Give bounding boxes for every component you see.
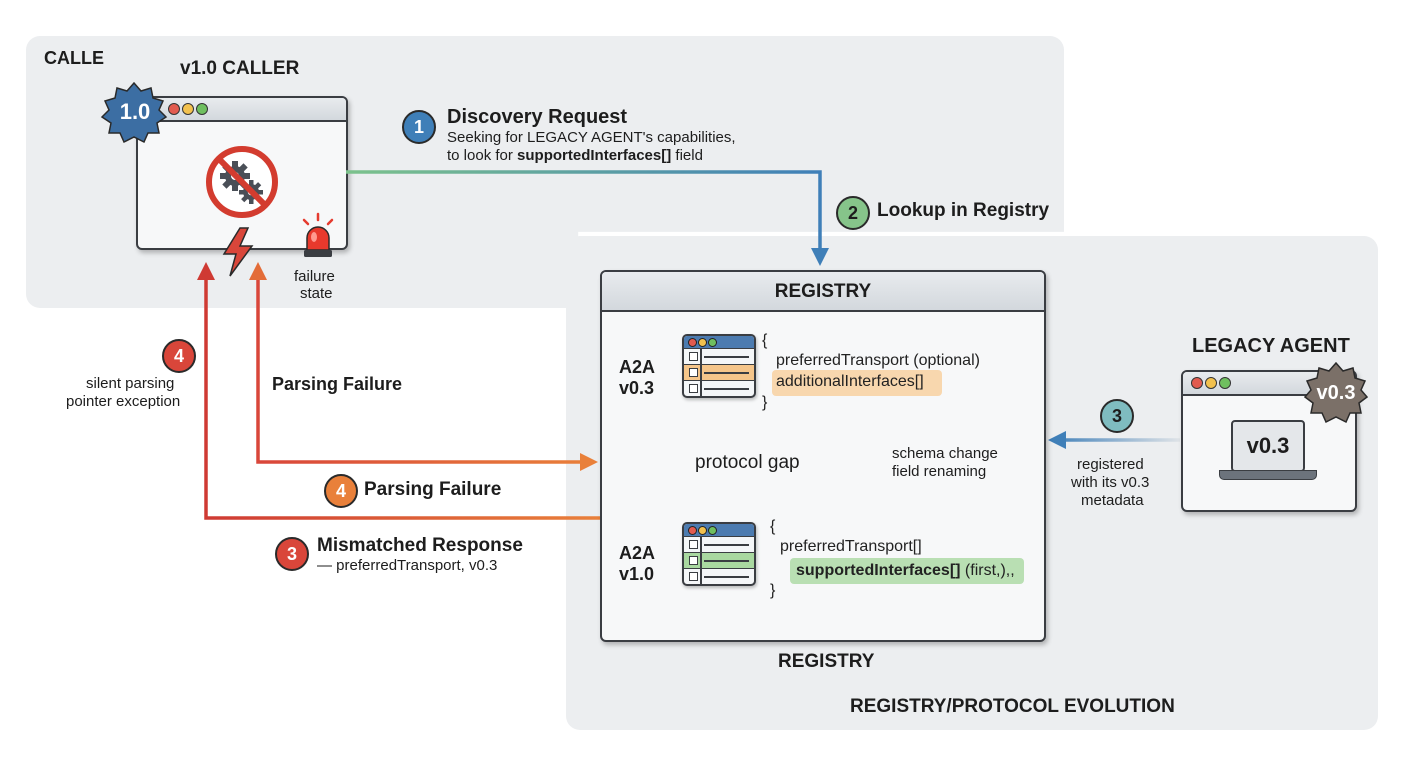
v03-field-preferred-transport: preferredTransport (optional)	[776, 352, 980, 369]
caller-window	[136, 96, 348, 250]
version-badge-icon	[100, 82, 168, 144]
v03-field-additional-interfaces: additionalInterfaces[]	[776, 373, 924, 390]
mismatched-subtitle: — preferredTransport, v0.3	[317, 557, 498, 574]
lookup-title: Lookup in Registry	[877, 200, 1050, 221]
discovery-line2-prefix: to look for	[447, 147, 518, 164]
legacy-version-badge-icon	[1304, 362, 1368, 424]
schema-change-line2: field renaming	[892, 463, 987, 480]
caller-window-titlebar	[138, 98, 346, 122]
registry-caption: REGISTRY	[778, 651, 875, 672]
registered-line3: metadata	[1081, 492, 1144, 509]
discovery-arrowhead	[811, 248, 829, 266]
window-dot-yellow	[182, 103, 194, 115]
window-dot-yellow	[1205, 377, 1217, 389]
step-4-parsing-badge: 4	[324, 474, 358, 508]
window-dot-green	[196, 103, 208, 115]
v10-brace-close: }	[770, 582, 776, 599]
discovery-line2-bold: supportedInterfaces[]	[517, 147, 672, 164]
v03-brace-open: {	[762, 332, 768, 349]
window-dot-green	[1219, 377, 1231, 389]
step-3-registered-badge: 3	[1100, 399, 1134, 433]
parsing-failure-upper-label: Parsing Failure	[272, 374, 403, 394]
registered-line1: registered	[1077, 456, 1144, 473]
discovery-title: Discovery Request	[447, 106, 628, 128]
mismatched-title: Mismatched Response	[317, 535, 523, 556]
registered-line2: with its v0.3	[1071, 474, 1150, 491]
silent-line1: silent parsing	[86, 375, 175, 392]
silent-line2: pointer exception	[66, 393, 181, 410]
gear-prohibited-icon	[206, 146, 278, 218]
window-dot-red	[1191, 377, 1203, 389]
schema-change-line1: schema change	[892, 445, 998, 462]
version-badge-label: 1.0	[119, 99, 151, 124]
step-4-silent-badge: 4	[162, 339, 196, 373]
v10-schema-card-icon	[682, 522, 756, 586]
v03-schema-card-icon	[682, 334, 756, 398]
window-dot-red	[168, 103, 180, 115]
lightning-bolt-icon	[222, 227, 254, 277]
red-siren-icon	[302, 212, 334, 257]
v10-field-supported-interfaces: supportedInterfaces[] (first,),,	[796, 562, 1015, 580]
failure-label-line2: state	[300, 285, 333, 302]
mismatched-response-path	[204, 276, 600, 520]
discovery-line1: Seeking for LEGACY AGENT's capabilities,	[447, 129, 736, 146]
legacy-agent-title: LEGACY AGENT	[1192, 335, 1350, 357]
v10-field-supported-rest: (first,),,	[960, 562, 1015, 579]
registry-title: REGISTRY	[774, 281, 872, 302]
a2a-v03-label-line2: v0.3	[619, 378, 655, 398]
parsing-failure-label: Parsing Failure	[364, 479, 502, 500]
discovery-line2: to look for supportedInterfaces[] field	[447, 147, 703, 164]
discovery-arrow	[346, 170, 822, 252]
v03-brace-close: }	[762, 394, 768, 411]
v10-brace-open: {	[770, 518, 776, 535]
step-3-mismatched-badge: 3	[275, 537, 309, 571]
legacy-version-badge-label: v0.3	[1316, 382, 1356, 404]
laptop-screen-icon: v0.3	[1231, 420, 1305, 472]
registry-titlebar: REGISTRY	[602, 272, 1044, 312]
discovery-line2-suffix: field	[671, 147, 703, 164]
a2a-v10-label-line2: v1.0	[619, 564, 655, 584]
caller-title: v1.0 CALLER	[180, 58, 300, 79]
v10-field-preferred-transport: preferredTransport[]	[780, 538, 922, 555]
failure-label-line1: failure	[294, 268, 335, 285]
registry-protocol-evolution-label: REGISTRY/PROTOCOL EVOLUTION	[850, 696, 1175, 717]
step-2-badge: 2	[836, 196, 870, 230]
parsing-failure-arrowhead-right	[580, 453, 598, 471]
v03-field-highlight	[772, 370, 942, 396]
v10-field-highlight	[790, 558, 1024, 584]
a2a-v03-label-line1: A2A	[619, 357, 656, 377]
protocol-gap-label: protocol gap	[695, 452, 800, 473]
parsing-failure-arrowhead-up	[249, 262, 267, 280]
laptop-base-icon	[1219, 470, 1317, 480]
mismatched-response-arrowhead-up	[197, 262, 215, 280]
registered-arrowhead	[1048, 431, 1066, 449]
a2a-v10-label-line1: A2A	[619, 543, 656, 563]
parsing-failure-path	[256, 276, 584, 464]
caller-corner-label: CALLE	[44, 48, 104, 68]
step-1-badge: 1	[402, 110, 436, 144]
laptop-screen-label: v0.3	[1246, 433, 1290, 458]
v10-field-supported-bold: supportedInterfaces[]	[796, 562, 961, 579]
